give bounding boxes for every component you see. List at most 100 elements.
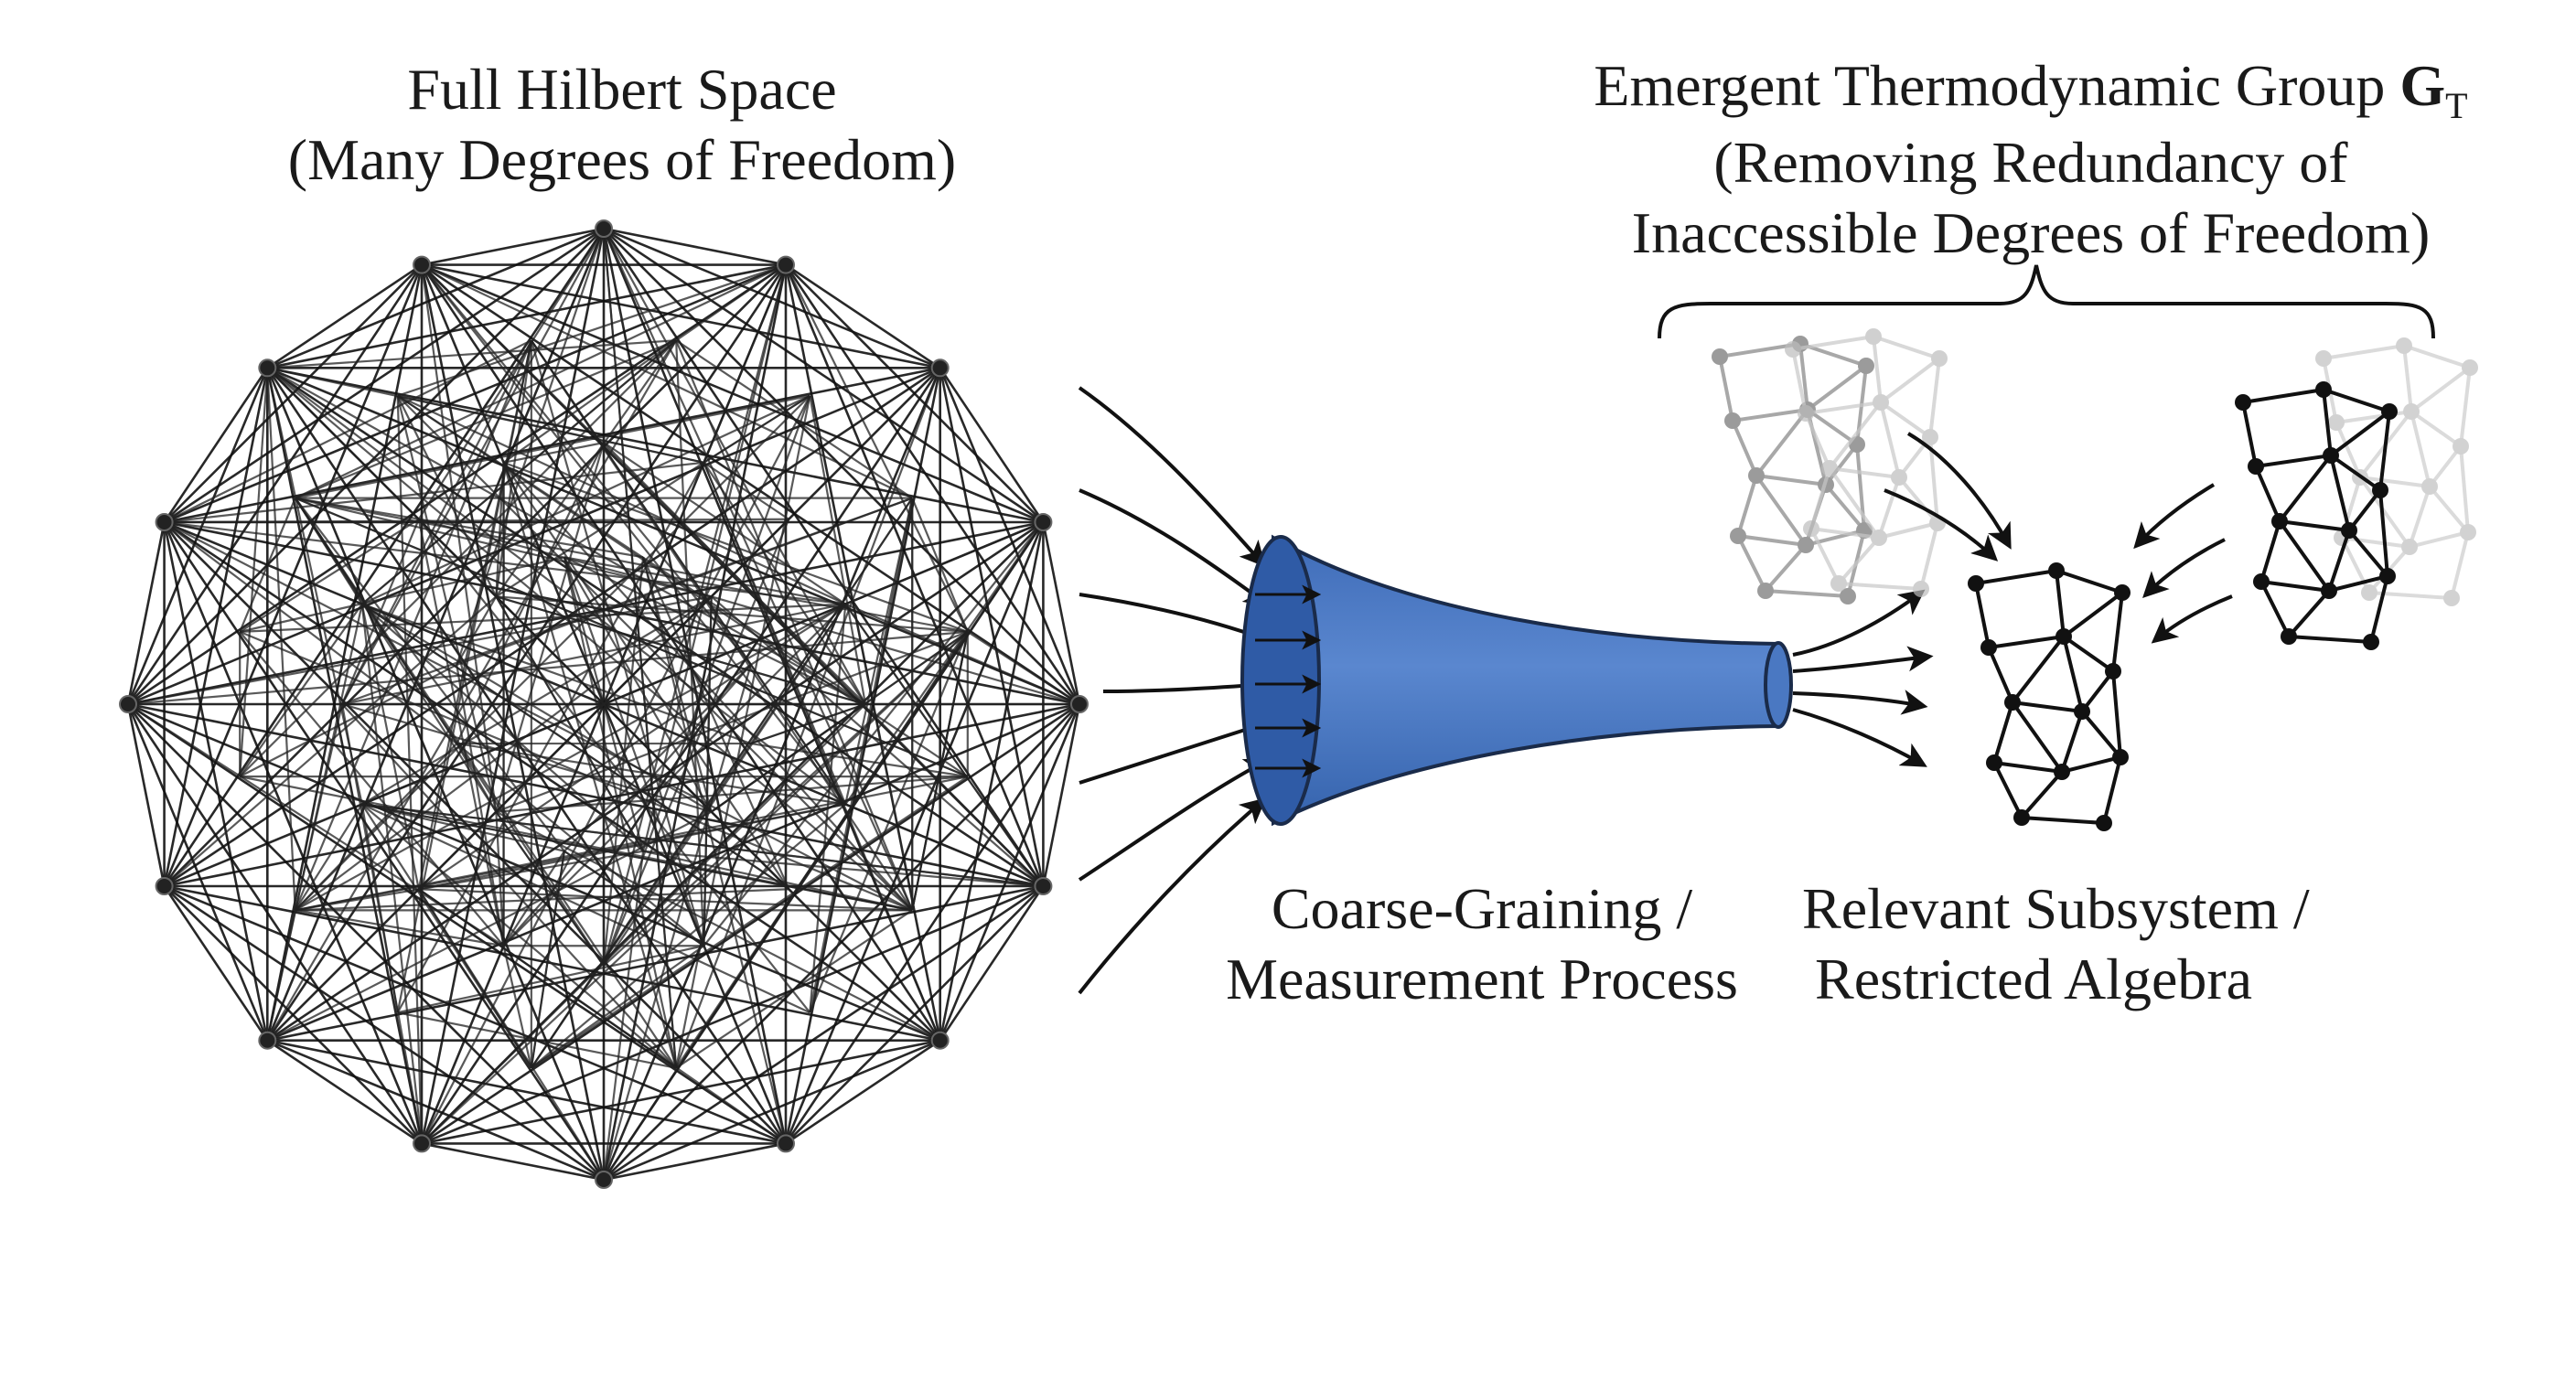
- hilbert-inner-edge: [239, 556, 565, 633]
- hilbert-inner-edge: [239, 518, 420, 633]
- hilbert-inner-edge: [675, 263, 787, 342]
- hilbert-inner-edge: [164, 461, 704, 524]
- hilbert-edge: [420, 228, 606, 1144]
- subsystem-edge: [2062, 636, 2084, 712]
- subsystem-edge: [2055, 569, 2123, 594]
- ghost-right-b-node: [2253, 573, 2270, 590]
- subsystem-node: [1980, 639, 1997, 656]
- ghost-left-b-edge: [1879, 401, 1932, 439]
- ghost-right-a-edge: [2428, 444, 2463, 488]
- hilbert-inner-edge: [844, 497, 914, 805]
- hilbert-inner-edge: [341, 702, 712, 813]
- hilbert-inner-edge: [809, 395, 867, 705]
- hilbert-inner-edge: [502, 664, 752, 947]
- hilbert-inner-edge: [496, 776, 968, 813]
- subsystem-edge: [2080, 710, 2122, 759]
- group-action-arrows: [1884, 432, 2233, 644]
- hilbert-inner-edge: [421, 263, 913, 499]
- hilbert-edge: [939, 521, 1045, 1041]
- hilbert-inner-edge: [397, 945, 704, 1014]
- ghost-right-a-edge: [2341, 536, 2410, 549]
- ghost-left-b-edge: [1837, 536, 1881, 585]
- hilbert-inner-edge: [361, 803, 677, 1069]
- hilbert-inner-edge: [163, 595, 498, 887]
- ghost-right-a-edge: [2410, 411, 2431, 487]
- subsystem-node: [2096, 815, 2112, 831]
- hilbert-inner-edge: [240, 603, 846, 633]
- subsystem-edge: [1992, 701, 2014, 764]
- ghost-left-a-edge: [1824, 483, 1866, 532]
- ghost-right-a-edge: [2410, 366, 2472, 413]
- hilbert-inner-edge: [361, 339, 677, 605]
- ghost-right-b-nodes: [2235, 381, 2398, 650]
- hilbert-edge: [267, 263, 787, 369]
- subsystem-edge: [2111, 592, 2124, 672]
- hilbert-inner-edge: [361, 394, 810, 605]
- ghost-right-a-edge: [2323, 344, 2405, 360]
- group-title-line1: Emergent Thermodynamic Group GT: [1500, 51, 2561, 128]
- ghost-right-a-edge: [2459, 445, 2470, 533]
- ghost-left-b-edge: [1877, 476, 1901, 539]
- ghost-right-a-edge: [2450, 531, 2470, 599]
- ghost-left-a-edge: [1731, 420, 1758, 476]
- ghost-right-b-edge: [2288, 635, 2372, 644]
- hilbert-edge: [163, 884, 605, 1182]
- hilbert-inner-edge: [603, 228, 866, 705]
- subsystem-edge: [1975, 569, 2057, 585]
- hilbert-inner-edge: [844, 803, 1044, 888]
- subsystem-edge: [2102, 756, 2122, 824]
- hilbert-edge: [603, 884, 1045, 1182]
- hilbert-node: [258, 358, 277, 378]
- subsystem-node: [2004, 694, 2021, 711]
- hilbert-inner-edge: [844, 521, 1045, 806]
- hilbert-inner-edge: [266, 910, 296, 1041]
- ghost-left-a-node: [1724, 412, 1741, 429]
- subsystem-edge: [2020, 770, 2064, 819]
- subsystem-edge: [2011, 701, 2064, 774]
- ghost-right-a-node: [2401, 539, 2418, 555]
- subsystem-node: [2112, 749, 2129, 765]
- hilbert-edge: [163, 227, 605, 524]
- redundant-copy-right-graph: [2235, 337, 2478, 650]
- hilbert-edge: [126, 703, 269, 1042]
- subsystem-node: [2105, 663, 2121, 679]
- ghost-right-b-edge: [2347, 488, 2382, 532]
- hilbert-inner-edge: [361, 603, 752, 745]
- ghost-left-b-edge: [1810, 527, 1880, 540]
- hilbert-node: [595, 219, 613, 238]
- hilbert-inner-edge: [397, 1011, 677, 1069]
- ghost-left-b-edge: [1805, 401, 1882, 415]
- group-brace: [1658, 264, 2435, 339]
- hilbert-node: [930, 1031, 950, 1050]
- outgoing-arrow: [1792, 690, 1928, 715]
- hilbert-inner-edge: [563, 556, 713, 813]
- hilbert-inner-edge: [495, 340, 532, 597]
- ghost-right-a-node: [2315, 350, 2332, 367]
- hilbert-inner-edge: [602, 228, 914, 911]
- ghost-right-a-edge: [2410, 410, 2463, 448]
- hilbert-inner-edge: [294, 743, 458, 912]
- hilbert-inner-edge: [641, 264, 788, 851]
- hilbert-inner-edge: [361, 603, 644, 852]
- hilbert-edge: [603, 1142, 787, 1182]
- hilbert-node: [413, 255, 432, 274]
- funnel-narrow-mouth: [1764, 641, 1793, 729]
- hilbert-nodes: [119, 219, 1089, 1189]
- hilbert-inner-edge: [266, 368, 363, 805]
- hilbert-inner-edge: [675, 909, 913, 1069]
- ghost-right-a-node: [2396, 337, 2412, 354]
- hilbert-inner-edge: [603, 631, 969, 1181]
- hilbert-inner-edge: [564, 556, 866, 705]
- ghost-right-b-node: [2321, 583, 2337, 599]
- subsystem-edge: [2062, 591, 2124, 638]
- hilbert-inner-edge: [417, 519, 505, 947]
- ghost-right-a-node: [2421, 478, 2438, 495]
- hilbert-inner-edge: [396, 462, 705, 1013]
- ghost-right-b-edge: [2328, 574, 2388, 593]
- hilbert-node: [776, 1134, 795, 1153]
- group-arrow: [2142, 538, 2226, 598]
- hilbert-inner-edge: [642, 556, 713, 812]
- ghost-left-a-node: [1858, 358, 1874, 374]
- relevant-subsystem-graph: [1968, 562, 2131, 831]
